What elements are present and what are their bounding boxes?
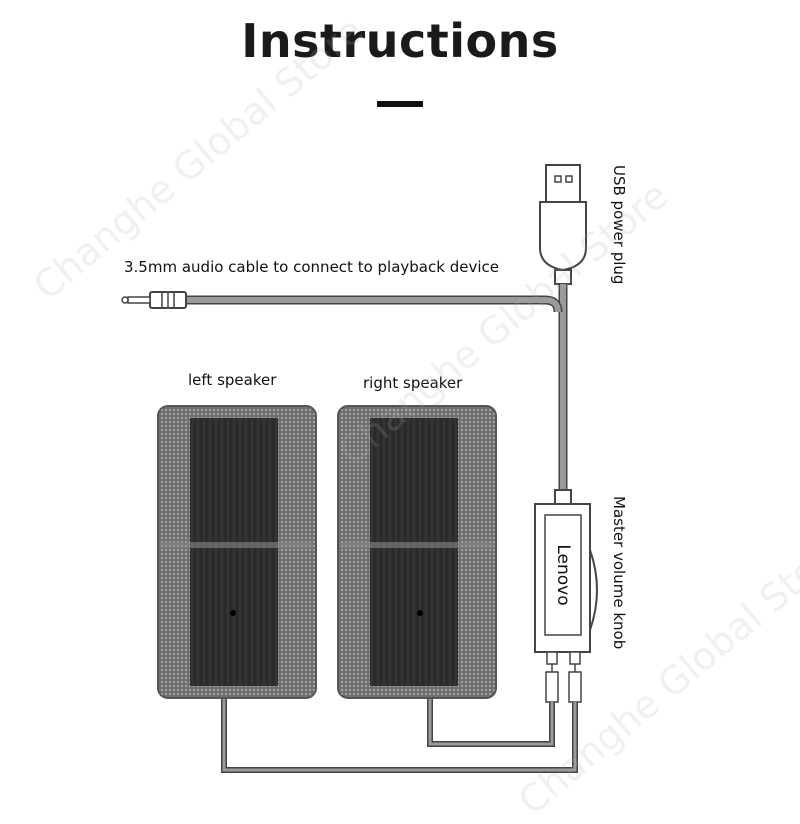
right-speaker	[337, 405, 497, 699]
audio-cable	[186, 295, 563, 313]
speaker-plugs	[545, 651, 582, 703]
left-speaker-label: left speaker	[188, 371, 277, 389]
volume-knob	[589, 549, 598, 631]
diagram: Instructions	[25, 8, 800, 824]
brand-logo: Lenovo	[553, 544, 573, 605]
left-speaker	[157, 405, 317, 699]
control-box	[534, 503, 598, 653]
usb-plug-icon	[539, 164, 587, 285]
audio-jack-icon	[121, 291, 187, 309]
right-speaker-label: right speaker	[363, 374, 463, 392]
wiring-diagram: Lenovo	[121, 164, 598, 773]
page-title: Instructions	[241, 14, 559, 68]
speaker-port	[417, 610, 423, 616]
volume-knob-label: Master volume knob	[610, 496, 628, 650]
usb-plug-label: USB power plug	[610, 165, 628, 285]
title-underline	[377, 101, 423, 107]
speaker-port	[230, 610, 236, 616]
audio-cable-label: 3.5mm audio cable to connect to playback…	[124, 258, 499, 276]
cable-collar	[554, 489, 572, 505]
